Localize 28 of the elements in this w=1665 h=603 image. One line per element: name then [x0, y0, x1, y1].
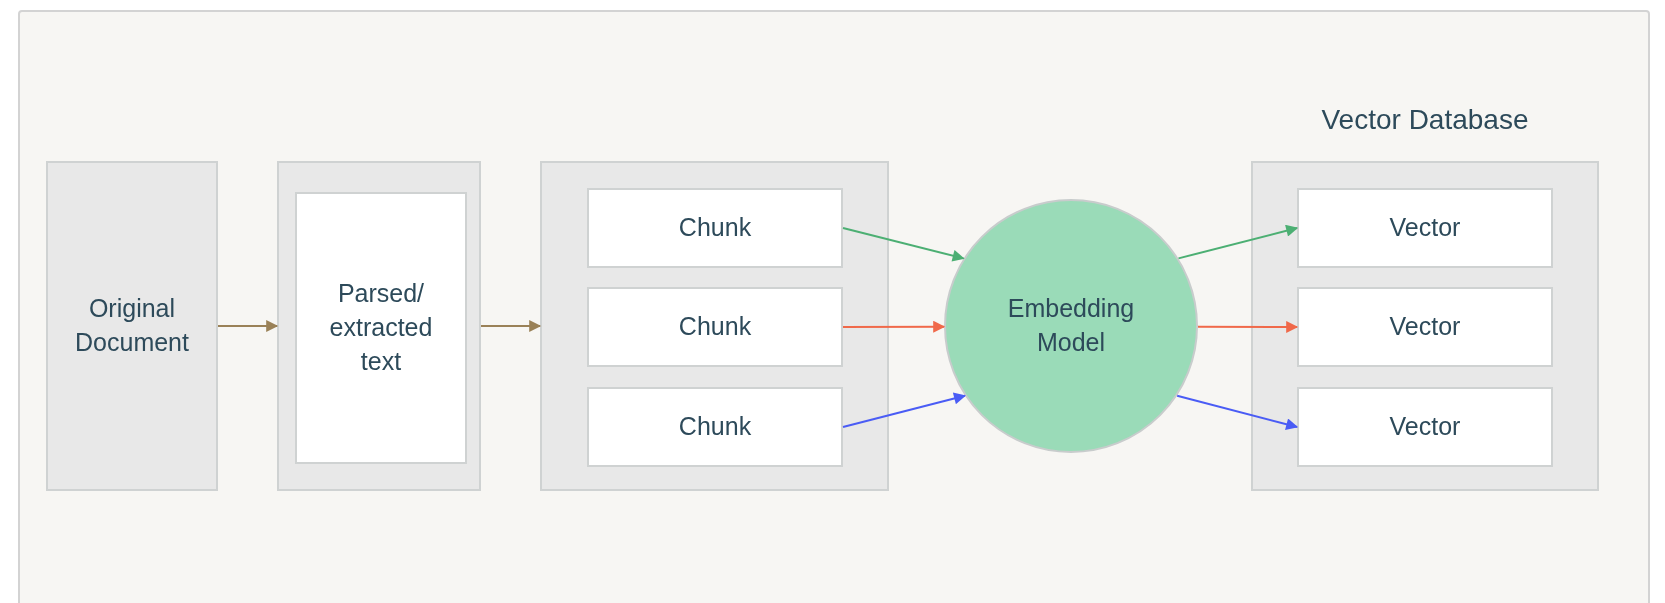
arrow: [1177, 224, 1299, 260]
container-box: [277, 161, 481, 491]
arrow: [480, 320, 542, 332]
process-box: [1297, 387, 1553, 467]
group-heading: Vector Database: [1320, 103, 1530, 137]
arrow: [842, 227, 965, 262]
process-box: [1297, 188, 1553, 268]
arrow: [842, 320, 946, 333]
container-box: [540, 161, 889, 491]
container-box: [46, 161, 218, 491]
node-label: Chunk: [677, 311, 753, 343]
node-label: Vector: [1388, 212, 1462, 244]
arrow: [842, 392, 966, 428]
node-label: Chunk: [677, 212, 753, 244]
node-label: Vector: [1388, 411, 1462, 443]
node-label: Chunk: [677, 411, 753, 443]
process-box: [587, 287, 843, 367]
node-label: Embedding Model: [1006, 293, 1136, 358]
process-box: [587, 188, 843, 268]
node-label: Vector: [1388, 311, 1462, 343]
process-box: [587, 387, 843, 467]
node-label: Parsed/ extracted text: [328, 278, 434, 377]
arrow: [1197, 320, 1299, 333]
process-box: [1297, 287, 1553, 367]
arrow: [217, 320, 279, 332]
arrow: [1176, 394, 1299, 431]
node-label: Original Document: [74, 293, 190, 358]
process-box: [295, 192, 467, 464]
